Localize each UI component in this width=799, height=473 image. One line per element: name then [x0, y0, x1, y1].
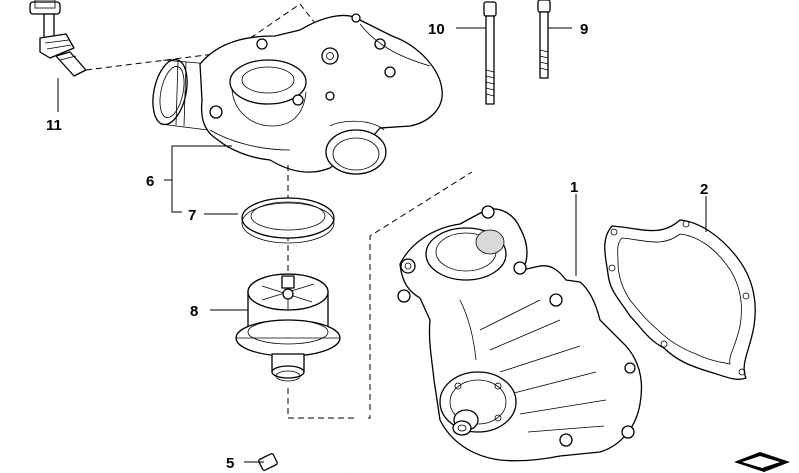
thermostat-seal-ring[interactable]	[241, 197, 335, 244]
pump-gasket[interactable]	[604, 219, 756, 380]
callout-1[interactable]: 1	[570, 179, 578, 196]
callout-9[interactable]: 9	[580, 21, 588, 38]
bolt-long-9[interactable]	[537, 0, 551, 79]
thermostat-housing[interactable]	[147, 13, 443, 175]
dash-thermostat-path	[287, 171, 473, 419]
temperature-sensor[interactable]	[29, 0, 87, 77]
catalog-logo	[734, 452, 790, 472]
callout-8[interactable]: 8	[190, 303, 198, 320]
thermostat[interactable]	[235, 273, 341, 382]
bolt-long-10[interactable]	[483, 1, 497, 105]
callout-5[interactable]: 5	[226, 455, 234, 472]
lead-6-bracket	[171, 145, 232, 213]
dash-sensor-path	[85, 3, 337, 71]
callout-11[interactable]: 11	[46, 117, 62, 134]
callout-10[interactable]: 10	[428, 21, 445, 38]
water-pump[interactable]	[397, 205, 643, 462]
bolts-5[interactable]	[258, 410, 387, 473]
callout-7[interactable]: 7	[188, 207, 196, 224]
callout-6[interactable]: 6	[146, 173, 154, 190]
callout-2[interactable]: 2	[700, 181, 708, 198]
